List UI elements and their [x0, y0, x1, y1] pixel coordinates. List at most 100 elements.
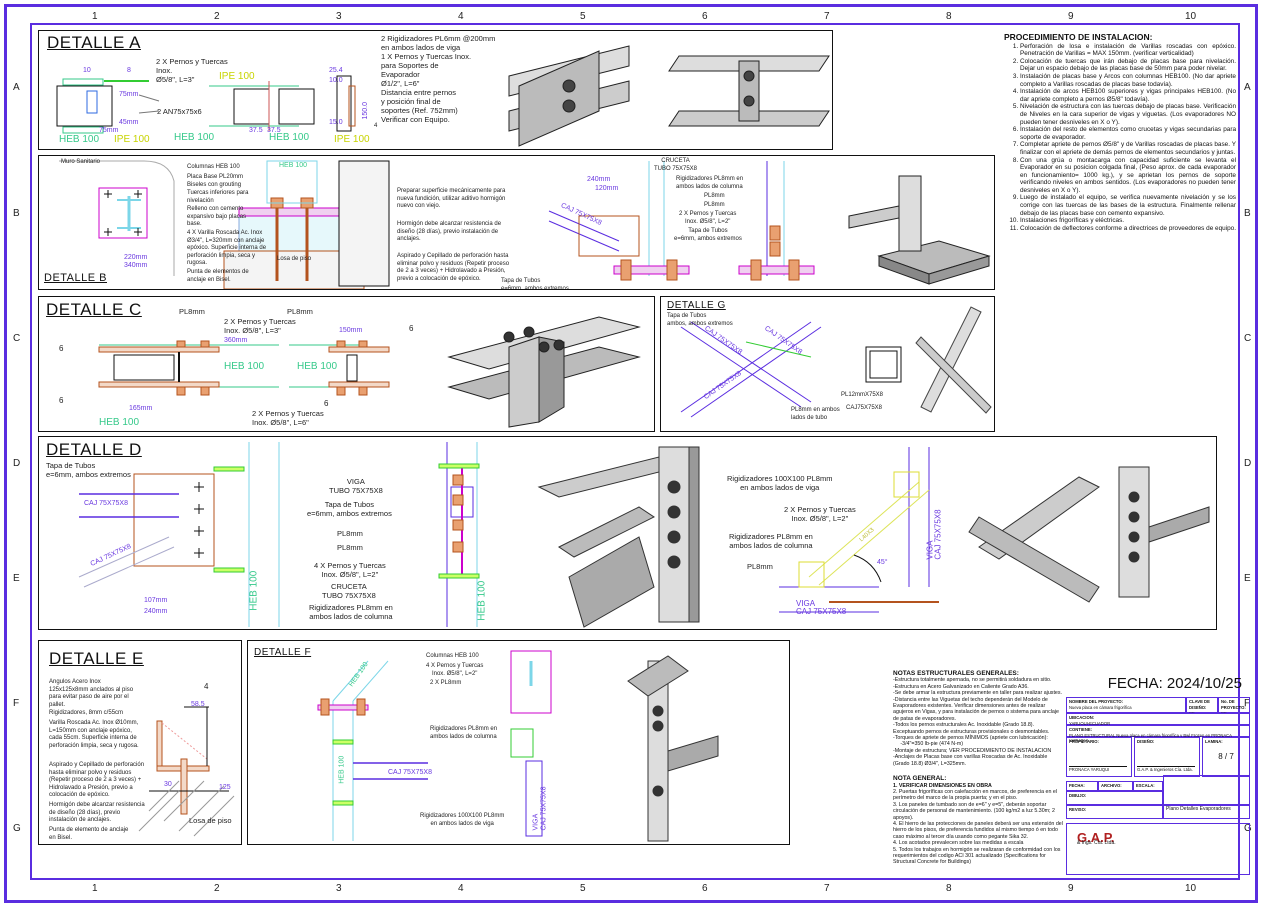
dim: 360mm: [224, 337, 248, 344]
label-pl8: PL8mm: [179, 307, 205, 316]
procedure-step: Completar apriete de pernos Ø5/8" y de V…: [1020, 141, 1236, 156]
grid-row: C: [1244, 333, 1252, 344]
grid-col: 7: [824, 883, 830, 894]
field-label: ESCALA:: [1136, 783, 1155, 788]
label-bolts: 4 X Pernos y Tuercas Inox. Ø5/8", L=2": [426, 663, 484, 677]
label-cruceta: CRUCETA TUBO 75X75X8: [654, 158, 698, 172]
design-key: ----: [1189, 710, 1195, 715]
label-pl8: PL8mm: [704, 202, 725, 208]
label-tip: Punta de elemento de anclaje en Bisel.: [49, 827, 129, 841]
label-caj: CAJ 75X75X8: [388, 769, 432, 776]
label-columns: Columnas HEB 100: [187, 164, 240, 170]
company-logo-sub: & Ings. Cía. Ltda.: [1077, 839, 1116, 846]
label-bolts: 2 X Pernos y Tuercas Inox. Ø5/8", L=6": [252, 409, 324, 427]
sheet-border: [4, 4, 1258, 903]
label-fill: Relleno con cemento expansivo bajo placa…: [187, 206, 247, 227]
dim: 220mm: [124, 254, 148, 261]
dim: 340mm: [124, 262, 148, 269]
dim: 240mm: [144, 608, 168, 615]
grid-row: B: [13, 208, 20, 219]
sheet-number: 8 / 7: [1218, 751, 1234, 761]
note-line: 1. VERIFICAR DIMENSIONES EN OBRA: [893, 782, 992, 789]
procedure-step: Instalación de arcos HEB100 superiores y…: [1020, 88, 1236, 103]
procedure-title: PROCEDIMIENTO DE INSTALACION:: [1004, 32, 1153, 42]
label-caps: Tapa de Tubos e=6mm, ambos extremos: [46, 461, 131, 479]
dim: 15.0: [329, 119, 343, 126]
dim: 8: [127, 67, 131, 74]
label-bolts: 4 X Pernos y Tuercas Inox. Ø5/8", L=2": [314, 561, 386, 579]
note-line: 4. El hierro de las protecciones de pane…: [893, 820, 1063, 840]
detail-f-panel: DETALLE F Columnas HEB 100 4 X Pernos y …: [247, 640, 790, 845]
dim: 75mm: [119, 91, 139, 98]
label-caps: Tapa de Tubos ambos, ambos extremos: [667, 313, 733, 327]
label-caj: CAJ 75X75X8: [84, 500, 128, 507]
grid-col: 8: [946, 11, 952, 22]
label-ipe: IPE 100: [334, 134, 370, 145]
note-line: -3/4"=350 lb-pie (474 N-m): [893, 741, 964, 748]
dim: 150.0: [362, 101, 370, 120]
designer: G.A.P. & Ingenieros Cía. Ltda.: [1137, 765, 1195, 773]
weld-symbol: 6: [324, 399, 329, 408]
detail-e-drawing: [138, 706, 235, 837]
weld-symbol: 4: [204, 682, 209, 691]
field-label: CONTIENE:: [1069, 727, 1093, 732]
field-label: No. DE PROYECTO:: [1221, 699, 1246, 710]
grid-col: 3: [336, 883, 342, 894]
grid-row: C: [13, 333, 21, 344]
note-line: -Todos los pernos estructurales Ac. Inox…: [893, 722, 1050, 735]
label-pl8: 2 X PL8mm: [430, 680, 462, 686]
label-pl8: PL8mm en ambos lados de tubo: [791, 407, 840, 421]
dim: 150mm: [339, 327, 363, 334]
dim: 125: [219, 784, 231, 791]
detail-b-title: DETALLE B: [44, 272, 107, 284]
detail-d-panel: DETALLE D: [38, 436, 1217, 630]
detail-a-title: DETALLE A: [47, 33, 141, 52]
detail-b-panel: Muro Sanitario Columnas HEB 100 Placa Ba…: [38, 155, 995, 290]
label-concrete: Hormigón debe alcanzar resistencia de di…: [397, 221, 502, 242]
detail-f-title: DETALLE F: [254, 647, 312, 658]
grid-col: 2: [214, 11, 220, 22]
weld-symbol: 6: [59, 344, 64, 353]
detail-g-panel: DETALLE G Tapa de Tubos ambos, ambos ext…: [660, 296, 995, 432]
label-pl8: PL8mm: [287, 307, 313, 316]
dim: 10: [83, 67, 91, 74]
procedure-step: Luego de instalado el equipo, se verific…: [1020, 194, 1236, 217]
title-block: FECHA: 2024/10/25 NOMBRE DEL PROYECTO:Nu…: [1066, 675, 1250, 875]
label-columns: Columnas HEB 100: [426, 653, 479, 659]
general-notes-title: NOTA GENERAL:: [893, 775, 947, 783]
label-rods: 4 X Varilla Roscada Ac. Inox Ø3/4", L=32…: [187, 230, 267, 266]
label-heb: HEB 100: [269, 132, 310, 143]
grid-row: E: [1244, 573, 1251, 584]
detail-c-panel: DETALLE C PL8mm PL8mm 2 X Pernos y Tuerc…: [38, 296, 655, 432]
structural-notes-title: NOTAS ESTRUCTURALES GENERALES:: [893, 670, 1019, 677]
label-stiffeners-beam: Rigidizadores 100X100 PL8mm en ambos lad…: [727, 474, 833, 492]
grid-row: D: [1244, 458, 1252, 469]
procedure-step: Colocación de tuercas que irán debajo de…: [1020, 58, 1236, 73]
grid-row: B: [1244, 208, 1251, 219]
label-stiffeners-note: 2 Rigidizadores PL6mm @200mm en ambos la…: [381, 34, 496, 124]
general-notes: NOTAS ESTRUCTURALES GENERALES: -Estructu…: [893, 670, 1063, 866]
note-line: 3. Los paneles de tumbado son de e=6" y …: [893, 801, 1055, 821]
contents: PLANO ESTRUCTURAL Nueva placa en cámara …: [1069, 732, 1232, 744]
label-bolts: 2 X Pernos y Tuercas Inox. Ø5/8", L=3": [156, 57, 228, 84]
detail-g-title: DETALLE G: [667, 300, 726, 311]
grid-row: F: [13, 698, 20, 709]
procedure-step: Colocación de deflectores conforme a dir…: [1020, 225, 1236, 233]
label-viga: VIGA CAJ 75X75X8: [925, 509, 943, 560]
detail-d-title: DETALLE D: [46, 440, 142, 459]
dim: 107mm: [144, 597, 168, 604]
grid-col: 9: [1068, 11, 1074, 22]
note-line: -Distancia entre las Viguetas del techo …: [893, 696, 1059, 722]
label-pl8: PL8mm: [337, 543, 363, 552]
grid-row: E: [13, 573, 20, 584]
detail-b-drawing: [59, 160, 991, 289]
label-heb: HEB 100: [248, 570, 260, 611]
grid-col: 4: [458, 11, 464, 22]
label-stiffeners: Rigidizadores PL8mm en ambos lados de co…: [729, 532, 813, 550]
grid-col: 9: [1068, 883, 1074, 894]
project-no: ----: [1221, 710, 1227, 715]
procedure-step: Nivelación de estructura con las tuercas…: [1020, 103, 1236, 126]
note-line: 4. Los acotados prevalecen sobre las med…: [893, 840, 1024, 847]
dim: 120mm: [595, 185, 619, 192]
grid-row: A: [13, 82, 20, 93]
